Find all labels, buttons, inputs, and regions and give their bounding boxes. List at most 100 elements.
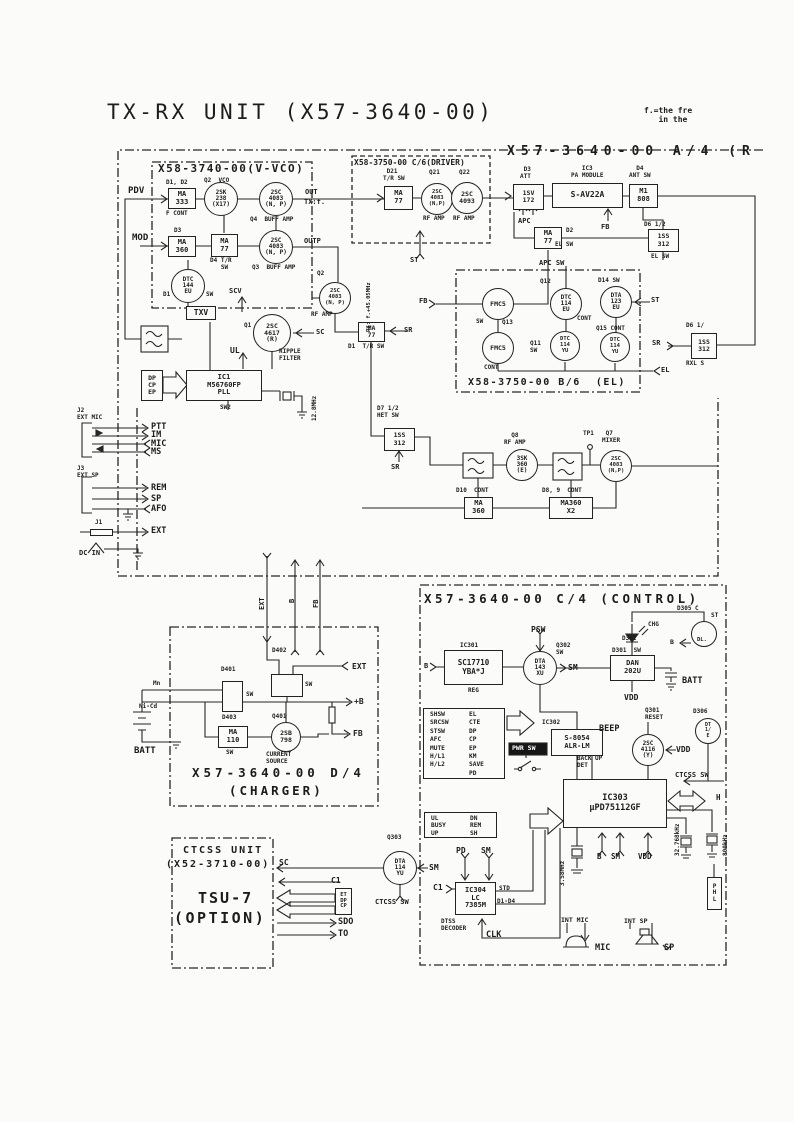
driver-section-title: X58-3750-00 C/6(DRIVER) [354, 158, 465, 167]
mod-signal: MOD [132, 233, 149, 243]
q15-dtc114yu: DTC 114 YU [600, 332, 630, 362]
apc-signal: APC [518, 217, 531, 225]
signal-name: DP [469, 727, 477, 735]
signal-name: KM [469, 752, 477, 760]
d6-half-ref: D6 1/2 [644, 221, 666, 228]
q8-rf-ref: Q8 RF AMP [504, 432, 526, 446]
wires-el [428, 297, 691, 376]
ic301-ref: IC301 [460, 642, 479, 649]
s8054-box: S-8054 ALR-LM [551, 729, 603, 756]
signal-name: UP [431, 829, 439, 837]
ctcss-sw-2-ref: CTCSS SW [375, 898, 409, 906]
d1-d4-signal: D1-D4 [497, 898, 516, 905]
charger-title-2: (CHARGER) [229, 783, 324, 798]
psw-signal: PSW [531, 625, 546, 634]
signal-name: EL [469, 711, 477, 718]
ma77-d2-box: MA 77 [534, 227, 562, 249]
int-mic-ref: INT MIC [561, 916, 589, 924]
vvco-section-title: X58-3740-00(V-VCO) [158, 162, 305, 175]
vvco-frame [151, 161, 313, 309]
c1-tsu-signal: C1 [331, 876, 341, 885]
d3-ref: D3 [174, 227, 182, 234]
signal-name: MUTE [430, 744, 445, 752]
c1-ic304-signal: C1 [433, 883, 443, 892]
reg-ref: REG [468, 687, 479, 694]
fmc5-sw: FMC5 [482, 288, 514, 320]
filter-symbols [140, 325, 583, 481]
beep-signal: BEEP [599, 724, 620, 734]
m1808-box: M1 808 [629, 184, 658, 208]
d306-partial: DT 1/ E [695, 718, 721, 744]
q2-rf-ref: Q2 [317, 270, 325, 277]
d6-rx-ref: D6 1/ [686, 322, 705, 329]
wires-ctcss [275, 828, 672, 951]
q303-ref: Q303 [387, 834, 402, 841]
sm-ic304-signal: SM [481, 846, 491, 855]
d402-ref: D402 [272, 647, 287, 654]
option-title: (OPTION) [174, 909, 267, 927]
q302-dta143xu: DTA 143 XU [523, 651, 557, 685]
vco-2sk238: 2SK 238 (X17) [204, 182, 238, 216]
section-frames [117, 149, 763, 969]
filter-icon-2 [462, 452, 494, 479]
mic-bottom-signal: MIC [595, 943, 611, 953]
control-frame [419, 584, 727, 966]
dan202u-box: DAN 202U [610, 655, 655, 681]
s-av22a-box: S-AV22A [552, 183, 623, 208]
batt-ctl-ref: BATT [682, 676, 703, 686]
q4-2sc4083: 2SC 4083 (N, P) [259, 182, 293, 216]
j3-ref: J3 EXT SP [77, 465, 99, 479]
1ss312-het-box: 1SS 312 [384, 428, 415, 451]
d403-ref: D403 [222, 714, 237, 721]
q22-2sc4093: 2SC 4093 [451, 182, 483, 214]
sp-signal: SP [151, 494, 162, 504]
b-vert-signal: B [288, 598, 296, 603]
sc-ripple-signal: SC [316, 328, 325, 336]
h-bus-signal: H [716, 793, 721, 802]
int-sp-ref: INT SP [624, 917, 648, 925]
ctcss-unit-title: CTCSS UNIT [183, 845, 264, 856]
wires-control [429, 611, 724, 877]
tsu-bus-arrow-1 [275, 889, 336, 907]
st-driver-signal: ST [410, 256, 419, 264]
sr-het-signal: SR [391, 463, 400, 471]
pd-ic304-signal: PD [456, 846, 466, 855]
q303-dta114yu: DTA 114 YU [383, 851, 417, 885]
sc17710-box: SC17710 YBA*J [444, 650, 503, 685]
wires-top [124, 191, 756, 509]
wires-connectors [80, 422, 151, 560]
d305-ref: D305 C [677, 605, 699, 612]
ma333-box: MA 333 [168, 188, 196, 209]
signal-name: REM [470, 822, 482, 830]
q15-cont-ref: Q15 CONT [596, 325, 625, 332]
plus-b-signal: +B [354, 697, 364, 706]
scv-signal: SCV [229, 287, 242, 295]
bus-signal-list-row: UP SH [425, 830, 496, 837]
signal-name: SH [470, 829, 478, 837]
vdd-dan-signal: VDD [624, 693, 639, 702]
tsu-bus-arrow-2 [275, 901, 336, 919]
pll-bus-arrow [162, 370, 188, 400]
d1-tr-sw-ref: D1 T/R SW [348, 343, 385, 350]
sw-d1-ref: SW [206, 291, 214, 298]
signal-name: DN [470, 815, 478, 822]
cont-fmc-ref: CONT [484, 364, 499, 371]
ma360-d10-box: MA 360 [464, 497, 493, 519]
current-source-ref: CURRENT SOURCE [266, 751, 292, 765]
rfamp-q21-ref: RF AMP [423, 215, 445, 222]
d301-sw-ref: D301 SW [612, 647, 641, 654]
q13-ref: Q13 [502, 319, 513, 326]
q11-dtc114yu: DTC 114 YU [550, 331, 580, 361]
fb-vert-signal: FB [312, 599, 320, 608]
im-signal: IM [151, 430, 162, 440]
ic3-pa-ref: IC3 PA MODULE [571, 165, 604, 179]
d7-het-ref: D7 1/2 HET SW [377, 405, 399, 419]
clk-signal: CLK [486, 930, 502, 940]
signal-name: BUSY [431, 822, 446, 830]
ma360-x2-box: MA360 X2 [549, 497, 593, 519]
signal-name: EP [469, 744, 477, 752]
ma360-d3-box: MA 360 [168, 236, 196, 257]
apcsw-signal: APC SW [539, 259, 565, 267]
fcont-ref: F CONT [166, 210, 188, 217]
